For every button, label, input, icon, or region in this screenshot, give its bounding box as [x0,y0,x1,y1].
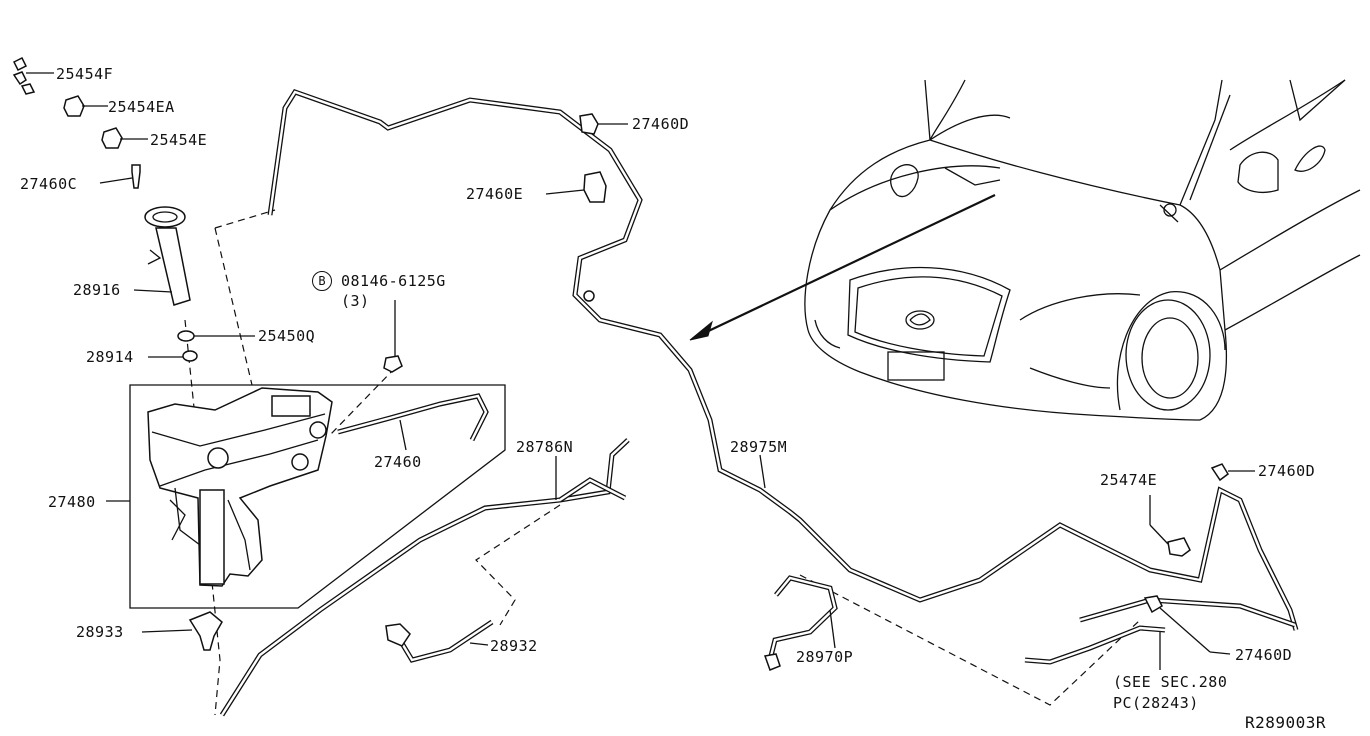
label-25454EA: 25454EA [108,98,175,116]
seal-28914 [182,350,198,362]
label-08146-6125G: 08146-6125G [341,272,446,290]
label-25454E: 25454E [150,131,208,149]
diagram-ref-code: R289003R [1245,713,1327,732]
nozzle-27460E [583,171,607,203]
label-27480: 27480 [48,493,96,511]
label-28914: 28914 [86,348,134,366]
pump-28933 [188,611,223,651]
joint-27460E [583,290,595,302]
clip-27460D-right [1210,463,1229,482]
bolt-08146 [383,355,403,373]
label-27460: 27460 [374,453,422,471]
leader-lines [26,72,1255,670]
label-28933: 28933 [76,623,124,641]
label-28786N: 28786N [516,438,574,456]
nozzle-28932 [385,623,411,647]
washer-tank [147,387,333,587]
nozzle-28970P [763,653,781,671]
label-08146-qty: (3) [341,292,370,310]
clip-25454F [12,56,36,95]
hoses [219,88,1299,717]
clip-25454EA [63,95,85,117]
label-25450Q: 25450Q [258,327,316,345]
label-28975M: 28975M [730,438,788,456]
label-28916: 28916 [73,281,121,299]
label-27460E: 27460E [466,185,524,203]
filler-neck [144,206,191,306]
clip-25454E [101,127,123,149]
seal-25450Q [177,330,195,342]
clip-27460D-low [1143,595,1163,614]
label-28932: 28932 [490,637,538,655]
label-see-pc: PC(28243) [1113,694,1199,712]
label-see-sec: (SEE SEC.280 [1113,673,1228,691]
label-27460D-top: 27460D [632,115,690,133]
clip-27460D-top [579,113,599,135]
label-28970P: 28970P [796,648,854,666]
nozzle-25474E [1167,537,1191,557]
label-27460C: 27460C [20,175,78,193]
label-27460D-right: 27460D [1258,462,1316,480]
reservoir-box [129,384,506,609]
label-25454F: 25454F [56,65,114,83]
b-symbol: B [312,271,332,291]
bolt-27460C [131,164,141,189]
label-27460D-low: 27460D [1235,646,1293,664]
vehicle-illustration [689,79,1361,421]
label-25474E: 25474E [1100,471,1158,489]
